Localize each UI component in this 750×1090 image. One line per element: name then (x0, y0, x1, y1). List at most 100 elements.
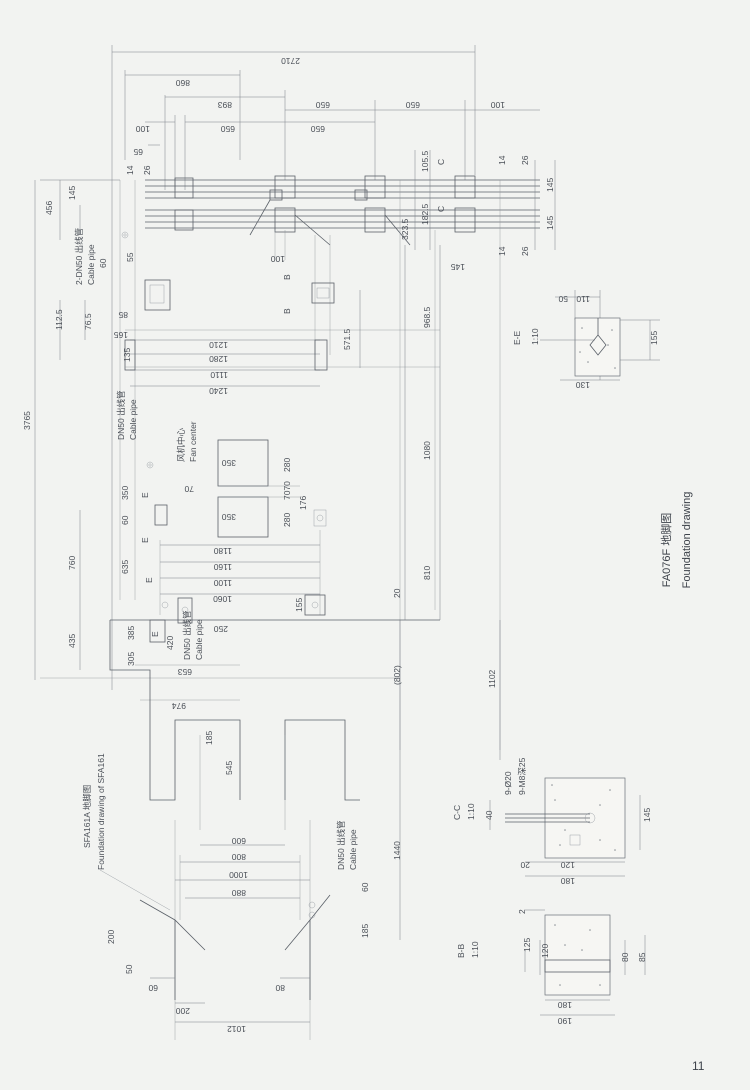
dim-60c: 60 (148, 983, 158, 993)
dim-2710: 2710 (281, 56, 300, 66)
dim-26: 26 (142, 165, 152, 175)
dim-1180: 1180 (213, 546, 232, 556)
dim-76-5: 76.5 (83, 313, 93, 330)
cc-dim-180: 180 (561, 876, 575, 886)
dim-571-5: 571.5 (342, 328, 352, 350)
dim-974: 974 (172, 701, 186, 711)
dim-1240: 1240 (209, 386, 228, 396)
dim-65: 65 (133, 147, 143, 157)
bb-dim-120: 120 (540, 944, 550, 958)
sfa-label-cn: SFA161A 地脚图 (82, 785, 92, 848)
cc-scale: 1:10 (466, 803, 476, 820)
dim-893: 893 (218, 100, 232, 110)
section-cc: 40 9-Ø20 9-M8深25 145 20 120 180 C-C 1:10 (452, 757, 652, 886)
dim-145: 145 (67, 186, 77, 200)
cc-title: C-C (452, 805, 462, 820)
cc-dim-145: 145 (642, 808, 652, 822)
fan-center-cn: 风机中心 (176, 427, 186, 462)
bb-dim-2: 2 (517, 909, 527, 914)
cable-pipe-en-2dn50: Cable pipe (86, 244, 96, 285)
lower-dimension-labels: 185 545 600 800 1000 880 60 185 200 50 6… (106, 731, 370, 1034)
dim-14: 14 (125, 165, 135, 175)
dim-600: 600 (232, 836, 246, 846)
dim-182-5: 182.5 (420, 203, 430, 225)
dim-435: 435 (67, 634, 77, 648)
section-marker-e4: E (150, 631, 160, 637)
dim-385: 385 (126, 626, 136, 640)
dim-860: 860 (176, 78, 190, 88)
dim-7070: 7070 (282, 481, 292, 500)
fan-center-en: Fan center (188, 421, 198, 462)
dim-456: 456 (44, 201, 54, 215)
dim-14a: 14 (497, 155, 507, 165)
section-marker-b1: B (282, 274, 292, 280)
dim-145b: 145 (545, 216, 555, 230)
dim-1080: 1080 (422, 441, 432, 460)
dim-650c: 650 (221, 124, 235, 134)
dim-200: 200 (106, 930, 116, 944)
dim-70: 70 (184, 484, 194, 494)
dim-635: 635 (120, 560, 130, 574)
dim-1000: 1000 (229, 870, 248, 880)
bb-dim-190: 190 (558, 1016, 572, 1026)
cable-pipe-cn-2dn50: 2-DN50 出线管 (74, 228, 84, 285)
dim-1160: 1160 (213, 562, 232, 572)
dim-1110: 1110 (210, 370, 228, 380)
section-marker-c1: C (436, 159, 446, 165)
cable-pipe-en-dn50-a: Cable pipe (128, 399, 138, 440)
dim-650a: 650 (316, 100, 330, 110)
section-ee: 50 110 155 130 E-E 1:10 (512, 290, 660, 390)
cc-dim-120: 120 (561, 860, 575, 870)
dim-1280: 1280 (209, 354, 228, 364)
dim-1102: 1102 (487, 669, 497, 688)
dim-880: 880 (232, 888, 246, 898)
cc-label-9d20: 9-Ø20 (503, 771, 513, 795)
dim-100c: 100 (271, 254, 285, 264)
dim-350a: 350 (222, 458, 236, 468)
dim-80: 80 (275, 983, 285, 993)
cable-pipe-en-dn50-b: Cable pipe (194, 619, 204, 660)
dim-14b: 14 (497, 246, 507, 256)
dim-1060: 1060 (213, 594, 232, 604)
dim-165: 165 (114, 330, 128, 340)
section-bb: 2 125 120 80 85 180 190 B-B 1:10 (456, 909, 647, 1026)
dim-280a: 280 (282, 458, 292, 472)
dim-323-5: 323.5 (400, 218, 410, 240)
dim-420: 420 (165, 636, 175, 650)
section-marker-c2: C (436, 206, 446, 212)
title-cn: FA076F 地脚图 (659, 513, 673, 588)
dim-650d: 650 (311, 124, 325, 134)
cc-dim-40: 40 (484, 810, 494, 820)
mid-dimension-labels: 1210 1280 1110 1240 350 350 280 280 7070… (172, 254, 497, 860)
cc-dim-20: 20 (520, 860, 530, 870)
dim-968-5: 968.5 (422, 306, 432, 328)
dim-55: 55 (125, 252, 135, 262)
dim-176: 176 (298, 496, 308, 510)
dim-653: 653 (178, 667, 192, 677)
dim-185: 185 (204, 731, 214, 745)
cable-pipe-cn-dn50-a: DN50 出线管 (116, 390, 126, 440)
ee-dim-110: 110 (576, 294, 590, 304)
ee-dim-50: 50 (558, 294, 568, 304)
section-marker-e3: E (144, 577, 154, 583)
dim-250: 250 (214, 624, 228, 634)
dim-155: 155 (294, 598, 304, 612)
dim-800: 800 (232, 852, 246, 862)
dim-50: 50 (124, 964, 134, 974)
dim-60: 60 (98, 258, 108, 268)
dim-100b: 100 (136, 124, 150, 134)
dim-280b: 280 (282, 513, 292, 527)
ee-title: E-E (512, 331, 522, 346)
dim-85: 85 (118, 310, 128, 320)
dim-105-5: 105.5 (420, 150, 430, 172)
section-marker-e1: E (140, 492, 150, 498)
dim-100a: 100 (491, 100, 505, 110)
ee-dim-155: 155 (649, 331, 659, 345)
sfa-label-en: Foundation drawing of SFA161 (96, 753, 106, 870)
title-en: Foundation drawing (681, 492, 693, 589)
callout-labels: C C B B E E E E 2-DN50 出线管 Cable pipe DN… (74, 159, 446, 911)
dim-1210: 1210 (209, 340, 228, 350)
section-marker-b2: B (282, 308, 292, 314)
dim-145c: 145 (451, 262, 465, 272)
